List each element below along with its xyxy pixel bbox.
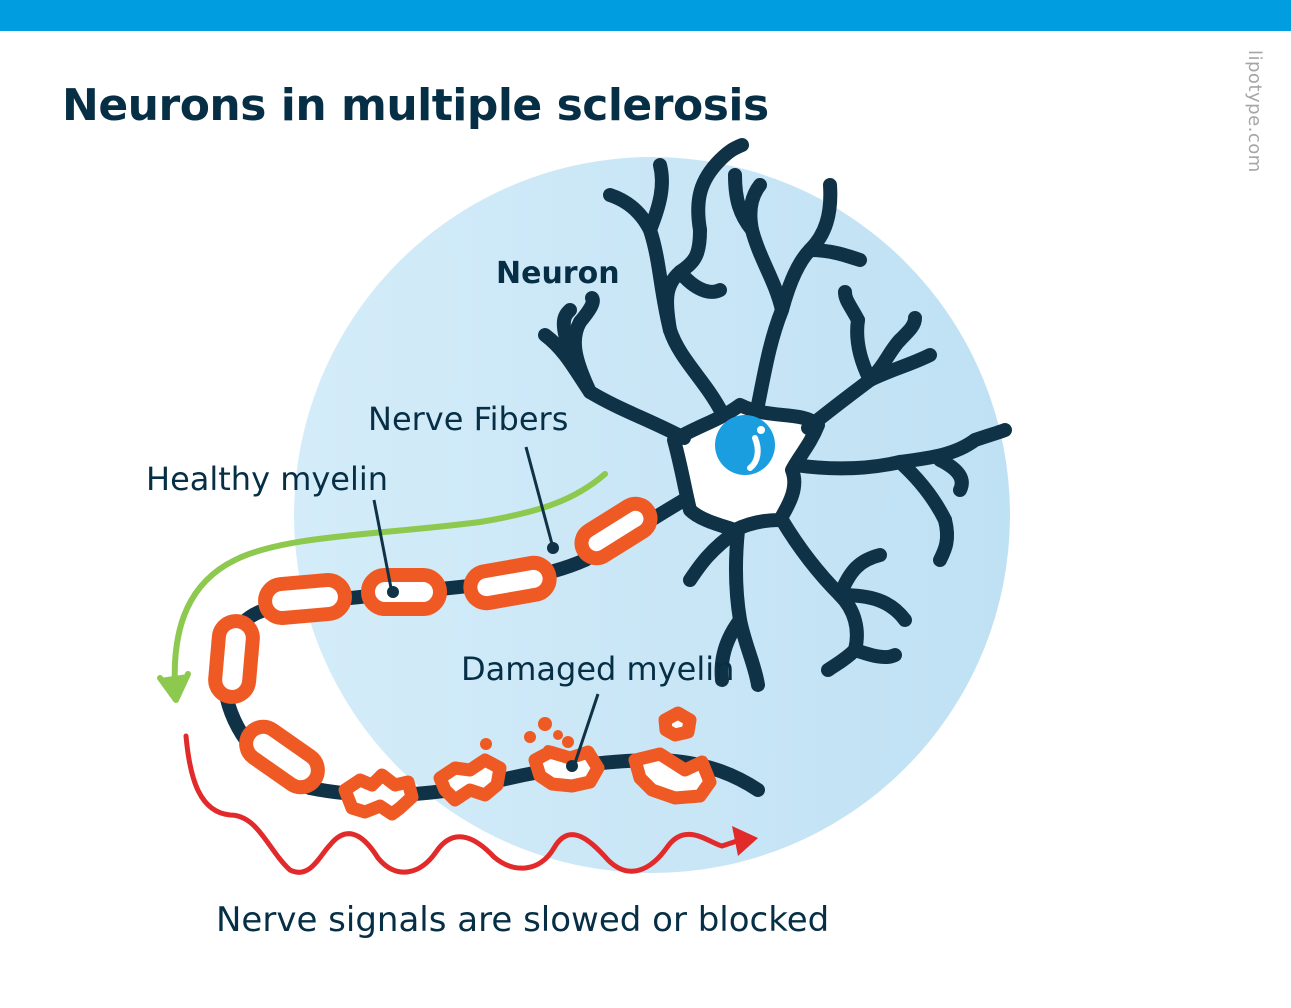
damaged-myelin-blob [628, 747, 717, 805]
signal-note-label: Nerve signals are slowed or blocked [216, 900, 830, 940]
blocked-signal-arrow-icon [183, 733, 758, 875]
damaged-myelin-blob [528, 745, 605, 793]
healthy-myelin-label: Healthy myelin [146, 460, 389, 498]
page-title: Neurons in multiple sclerosis [62, 80, 769, 131]
healthy-signal-arrow-icon [157, 471, 608, 703]
damaged-myelin-blob [433, 753, 507, 807]
myelin-segment-icon [258, 572, 352, 626]
damaged-myelin-blob [658, 706, 697, 742]
myelin-segment-icon [361, 568, 447, 616]
myelin-segment-icon [239, 719, 325, 795]
myelin-fragments [480, 717, 574, 755]
healthy-myelin-segments [208, 496, 658, 795]
nerve-fibers-label: Nerve Fibers [368, 400, 569, 438]
top-accent-bar [0, 0, 1291, 31]
neuron-icon [216, 138, 1012, 803]
damaged-myelin-label: Damaged myelin [461, 650, 735, 688]
neuron-label: Neuron [496, 256, 620, 291]
nucleus-icon [715, 415, 775, 475]
myelin-segment-icon [574, 496, 658, 566]
label-pointers [372, 446, 600, 772]
myelin-segment-icon [208, 614, 260, 704]
damaged-myelin-segments [338, 706, 717, 821]
myelin-segment-icon [463, 555, 557, 611]
damaged-myelin-blob [338, 768, 419, 821]
